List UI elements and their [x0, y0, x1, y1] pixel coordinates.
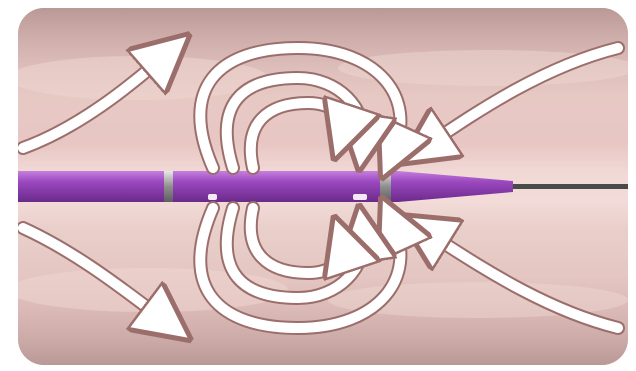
flow-arrow: [251, 208, 344, 273]
flow-arrow: [251, 103, 344, 168]
marker-band-left: [164, 171, 173, 202]
vessel-illustration: [18, 8, 628, 365]
vessel-svg: [18, 8, 628, 365]
guidewire: [508, 184, 628, 189]
marker-band-right: [380, 171, 391, 202]
catheter: [18, 171, 513, 202]
port-left: [208, 194, 217, 200]
port-right: [353, 194, 367, 200]
